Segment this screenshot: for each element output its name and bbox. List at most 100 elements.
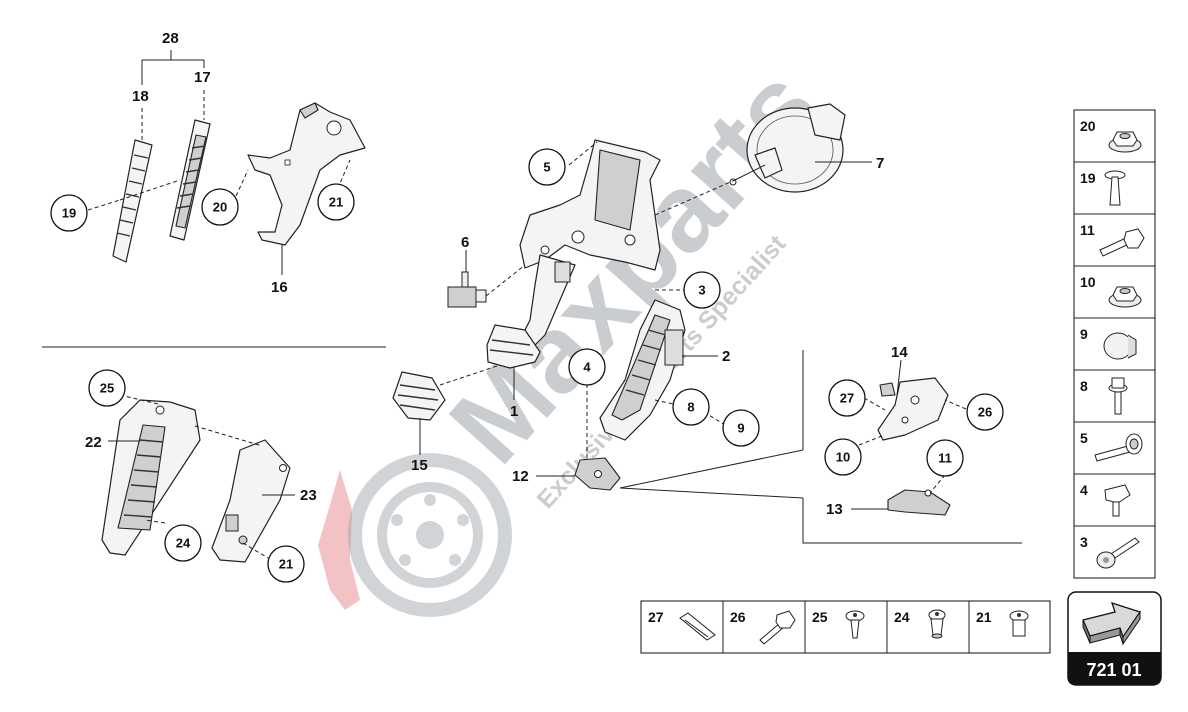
svg-text:20: 20 <box>1080 118 1096 134</box>
group-pedal-assembly <box>392 103 872 499</box>
svg-text:10: 10 <box>1080 274 1096 290</box>
screw-icon <box>1104 484 1131 517</box>
svg-text:26: 26 <box>730 609 746 625</box>
svg-text:27: 27 <box>840 391 854 406</box>
part-17-rubber-pad[interactable] <box>169 119 211 241</box>
callout-21-top: 21 <box>317 183 355 221</box>
callout-27: 27 <box>828 379 866 417</box>
callout-19: 19 <box>50 194 88 232</box>
callout-2: 2 <box>722 348 730 365</box>
watermark-disc-icon <box>318 453 512 617</box>
part-16-bracket[interactable] <box>247 102 366 246</box>
legend-item-27[interactable]: 27 <box>648 609 716 641</box>
long-bolt-icon <box>1096 537 1140 569</box>
part-6-brake-light-switch[interactable] <box>447 271 487 308</box>
svg-text:3: 3 <box>698 283 705 298</box>
callout-15: 15 <box>411 457 428 474</box>
group-detail <box>802 350 1022 544</box>
svg-text:19: 19 <box>62 206 76 221</box>
callout-26: 26 <box>966 393 1004 431</box>
part-2-accelerator-pedal[interactable] <box>599 299 686 441</box>
legend-item-20[interactable]: 20 <box>1080 118 1142 153</box>
legend-item-10[interactable]: 10 <box>1080 274 1142 308</box>
round-head-screw-icon <box>1009 610 1029 637</box>
legend-item-11[interactable]: 11 <box>1080 222 1145 257</box>
svg-text:5: 5 <box>543 160 550 175</box>
stud-bolt-icon <box>1094 433 1143 462</box>
hex-bolt-icon <box>759 610 796 645</box>
callout-21-bottom: 21 <box>267 545 305 583</box>
legend-item-9[interactable]: 9 <box>1080 326 1137 360</box>
legend-bottom: 27 26 25 24 <box>640 600 1051 654</box>
svg-text:24: 24 <box>176 536 191 551</box>
part-7-brake-booster[interactable] <box>729 103 846 193</box>
hex-bolt-icon <box>1099 228 1145 257</box>
svg-text:5: 5 <box>1080 430 1088 446</box>
svg-text:10: 10 <box>836 450 850 465</box>
screw-icon <box>928 609 946 639</box>
legend-item-25[interactable]: 25 <box>812 609 865 639</box>
next-page-button[interactable]: 721 01 <box>1067 591 1162 686</box>
part-13-clip[interactable] <box>887 489 951 516</box>
hex-nut-icon <box>1108 286 1142 308</box>
svg-text:27: 27 <box>648 609 664 625</box>
callout-16: 16 <box>271 279 288 296</box>
part-23-pedal-cover[interactable] <box>211 439 291 563</box>
callout-7: 7 <box>876 155 884 172</box>
legend-item-5[interactable]: 5 <box>1080 430 1143 462</box>
part-1-brake-pedal[interactable] <box>486 254 576 369</box>
callout-25: 25 <box>88 369 126 407</box>
callout-4: 4 <box>568 348 606 386</box>
legend-item-26[interactable]: 26 <box>730 609 796 645</box>
part-pedal-bracket[interactable] <box>519 139 661 271</box>
callouts: 28 17 18 16 22 23 6 7 1 2 15 12 14 13 19… <box>50 30 1004 583</box>
svg-text:8: 8 <box>687 400 694 415</box>
callout-14: 14 <box>891 344 908 361</box>
svg-text:25: 25 <box>100 381 114 396</box>
part-22-floor-pedal[interactable] <box>101 399 201 556</box>
svg-text:11: 11 <box>1080 222 1095 238</box>
svg-text:21: 21 <box>329 195 343 210</box>
legend-item-4[interactable]: 4 <box>1080 482 1131 517</box>
callout-24: 24 <box>164 524 202 562</box>
svg-text:11: 11 <box>938 451 952 466</box>
callout-17: 17 <box>194 69 211 86</box>
group-top-left <box>87 50 366 275</box>
svg-text:25: 25 <box>812 609 828 625</box>
part-12-mounting-bracket[interactable] <box>574 457 621 491</box>
callout-13: 13 <box>826 501 843 518</box>
svg-text:9: 9 <box>737 421 744 436</box>
legend-item-24[interactable]: 24 <box>894 609 946 639</box>
callout-8: 8 <box>672 388 710 426</box>
svg-text:21: 21 <box>976 609 992 625</box>
legend-item-8[interactable]: 8 <box>1080 377 1128 415</box>
svg-text:9: 9 <box>1080 326 1088 342</box>
callout-5: 5 <box>528 148 566 186</box>
svg-text:4: 4 <box>583 360 591 375</box>
svg-text:24: 24 <box>894 609 910 625</box>
arrow-right-icon <box>1082 601 1142 646</box>
callout-28: 28 <box>162 30 179 47</box>
callout-3: 3 <box>683 271 721 309</box>
callout-23: 23 <box>300 487 317 504</box>
svg-text:20: 20 <box>213 200 227 215</box>
flange-bolt-icon <box>1108 377 1128 415</box>
rivet-icon <box>1104 170 1126 206</box>
callout-1: 1 <box>510 403 518 420</box>
svg-text:4: 4 <box>1080 482 1088 498</box>
part-18-trim-strip[interactable] <box>112 139 153 263</box>
legend-item-3[interactable]: 3 <box>1080 534 1140 569</box>
cap-icon <box>1103 332 1137 360</box>
push-rivet-icon <box>845 610 865 639</box>
svg-text:21: 21 <box>279 557 293 572</box>
callout-10: 10 <box>824 438 862 476</box>
callout-9: 9 <box>722 409 760 447</box>
clip-strip-icon <box>679 612 716 641</box>
legend-item-19[interactable]: 19 <box>1080 170 1126 206</box>
svg-text:19: 19 <box>1080 170 1096 186</box>
legend-item-21[interactable]: 21 <box>976 609 1029 637</box>
part-14-bracket[interactable] <box>877 377 949 441</box>
part-15-pedal-pad[interactable] <box>392 371 446 421</box>
callout-11: 11 <box>926 439 964 477</box>
